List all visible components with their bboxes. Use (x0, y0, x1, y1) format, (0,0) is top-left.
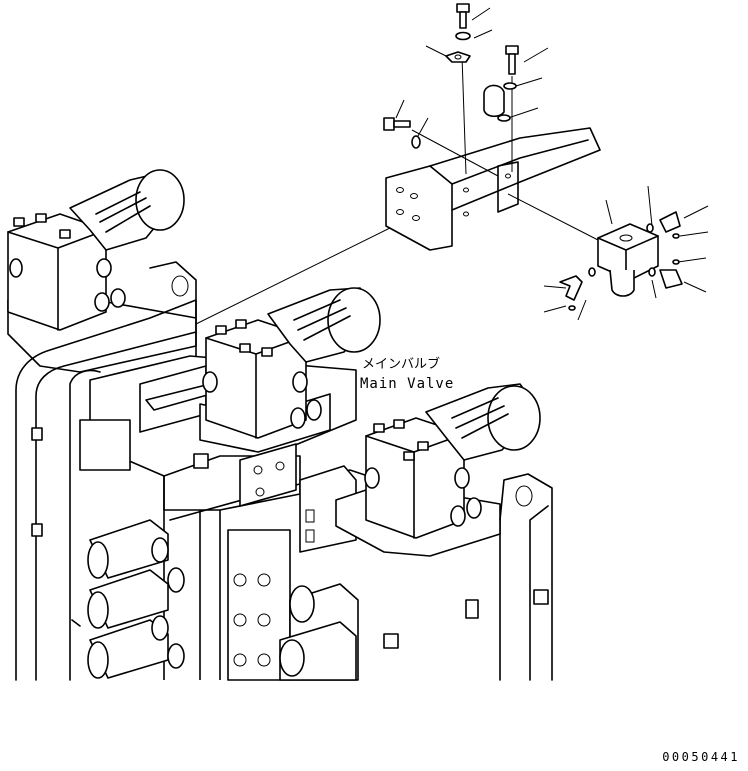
main-frame (15, 261, 197, 681)
main-valve-right (335, 383, 553, 681)
bracket (385, 127, 601, 251)
valve-block (559, 211, 683, 311)
main-valve-left (7, 169, 197, 373)
main-valve-label-jp: メインバルブ (362, 357, 441, 372)
main-valve-center (139, 287, 381, 507)
hardware-top (383, 3, 519, 149)
leader-lines (195, 7, 709, 325)
spool-caps (87, 519, 185, 679)
main-valve-label-en: Main Valve (360, 376, 455, 392)
drawing-number: 00050441 (662, 750, 740, 764)
